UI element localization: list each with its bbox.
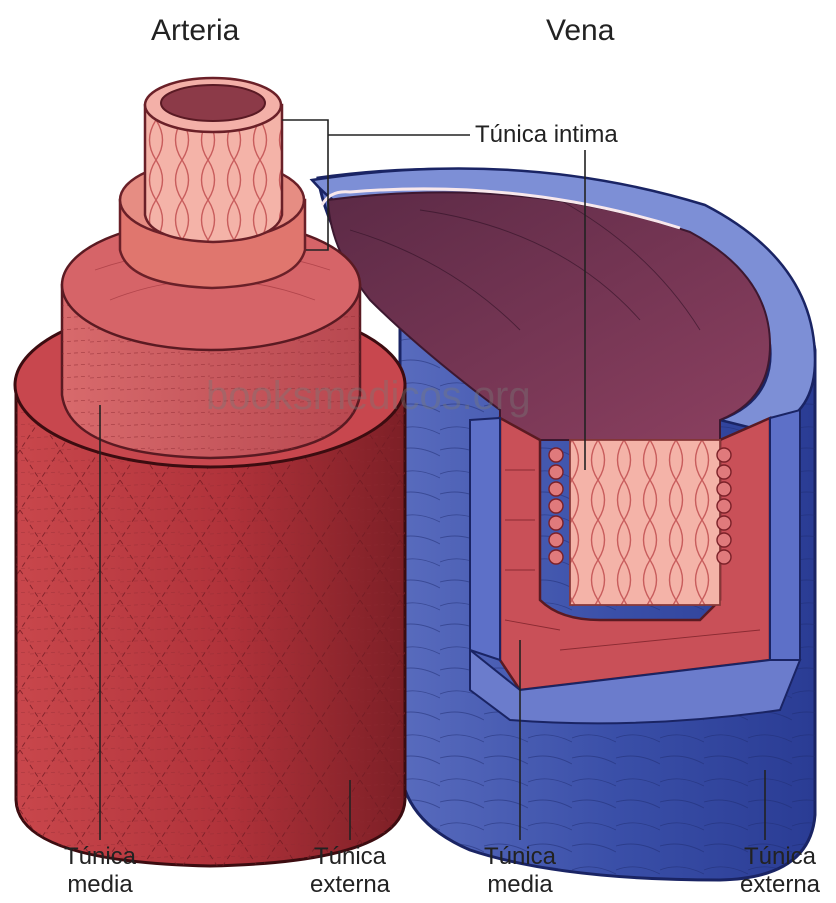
- artery-lumen: [161, 85, 265, 121]
- label-artery-externa-line2: externa: [300, 871, 400, 899]
- vein-intima-mesh: [570, 440, 720, 605]
- label-vein-externa-line1: Túnica: [730, 843, 830, 871]
- label-vein-media-line1: Túnica: [470, 843, 570, 871]
- label-artery-externa-line1: Túnica: [300, 843, 400, 871]
- label-vein-externa-line2: externa: [730, 871, 830, 899]
- vein-title: Vena: [546, 14, 614, 48]
- label-artery-tunica-externa: Túnica externa: [300, 843, 400, 899]
- label-artery-media-line1: Túnica: [50, 843, 150, 871]
- label-vein-tunica-externa: Túnica externa: [730, 843, 830, 899]
- label-artery-media-line2: media: [50, 871, 150, 899]
- artery-title: Arteria: [151, 14, 239, 48]
- label-vein-media-line2: media: [470, 871, 570, 899]
- label-vein-tunica-media: Túnica media: [470, 843, 570, 899]
- label-artery-tunica-media: Túnica media: [50, 843, 150, 899]
- label-tunica-intima: Túnica intima: [475, 121, 618, 149]
- watermark: booksmedicos.org: [206, 374, 531, 419]
